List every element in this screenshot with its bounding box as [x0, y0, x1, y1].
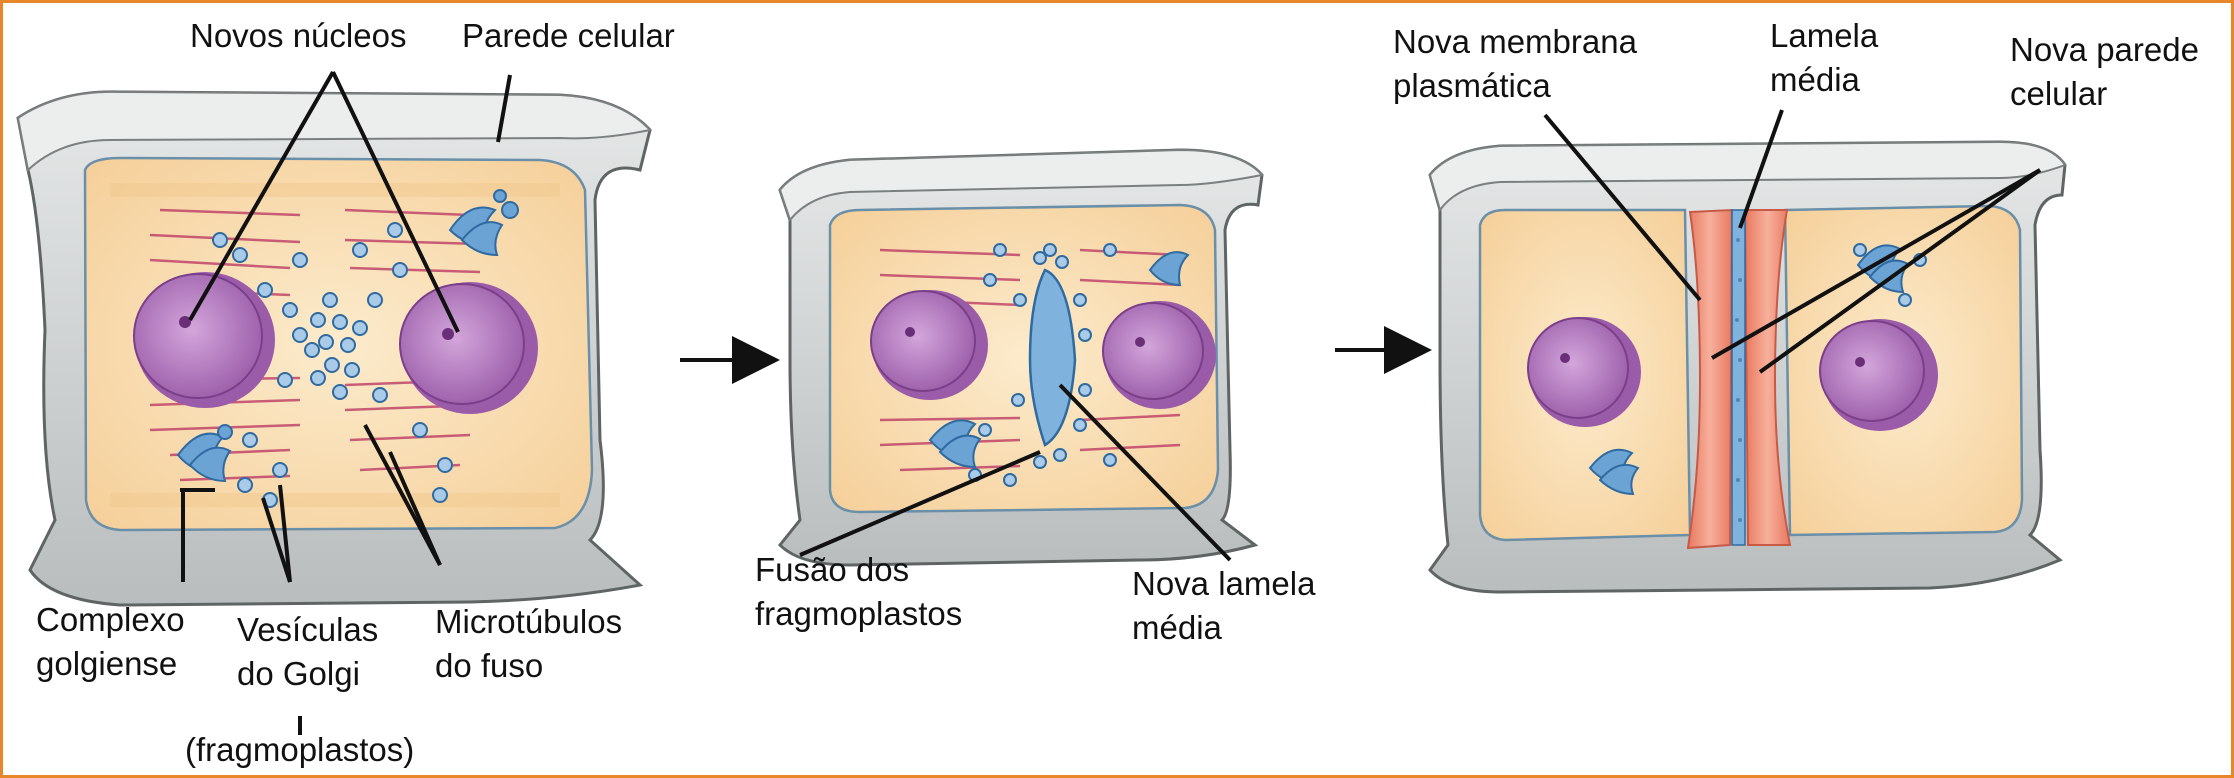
cell-1-telophase	[18, 92, 650, 605]
label-parede-celular: Parede celular	[462, 14, 675, 58]
label-fusao-fragmoplastos: Fusão dos fragmoplastos	[755, 548, 962, 636]
label-vesiculas-golgi: Vesículas do Golgi	[237, 608, 378, 696]
label-novos-nucleos: Novos núcleos	[190, 14, 406, 58]
label-lamela-media: Lamela média	[1770, 14, 1878, 102]
label-nova-lamela-media: Nova lamela média	[1132, 562, 1315, 650]
label-complexo-golgiense: Complexo golgiense	[36, 598, 185, 686]
label-nova-membrana-plasmatica: Nova membrana plasmática	[1393, 20, 1637, 108]
label-fragmoplastos: (fragmoplastos)	[185, 728, 414, 772]
label-nova-parede-celular: Nova parede celular	[2010, 28, 2199, 116]
cell-3-middle-lamella	[1732, 210, 1745, 545]
cell-2-cytokinesis	[780, 150, 1262, 565]
label-microtubulos-fuso: Microtúbulos do fuso	[435, 600, 622, 688]
